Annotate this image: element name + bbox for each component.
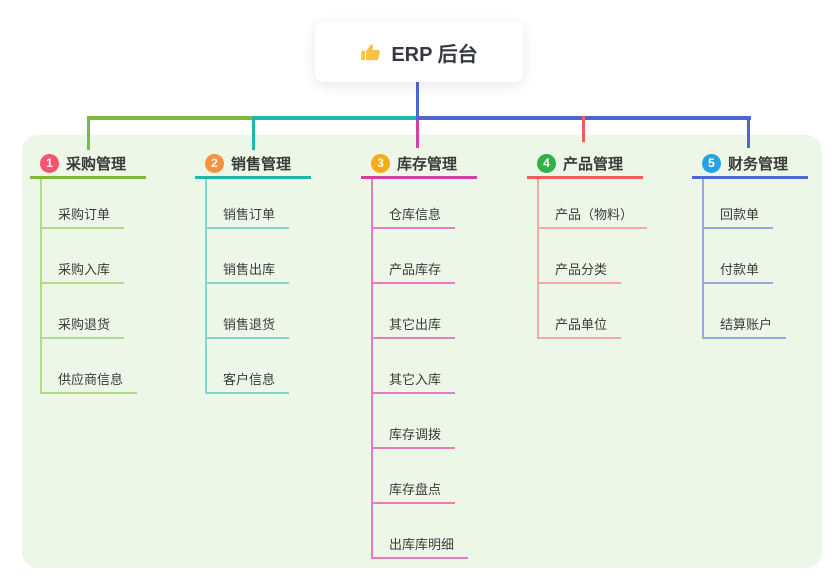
thumbs-up-icon: [360, 41, 382, 63]
node-payment-doc[interactable]: 付款单: [702, 260, 774, 284]
node-other-outbound[interactable]: 其它出库: [371, 315, 456, 339]
branch-sales: 2 销售管理 销售订单 销售出库 销售退货 客户信息: [195, 150, 311, 425]
drop-line-product: [582, 116, 585, 142]
root-node[interactable]: ERP 后台: [315, 22, 523, 82]
node-customer-info[interactable]: 客户信息: [205, 370, 290, 394]
node-purchase-return[interactable]: 采购退货: [40, 315, 125, 339]
branch-header-finance[interactable]: 5 财务管理: [692, 150, 808, 179]
drop-line-finance: [747, 116, 750, 148]
node-product-material[interactable]: 产品（物料）: [537, 205, 648, 229]
node-supplier-info[interactable]: 供应商信息: [40, 370, 138, 394]
badge-4: 4: [537, 153, 556, 173]
node-product-unit[interactable]: 产品单位: [537, 315, 622, 339]
drop-line-inventory: [416, 120, 419, 148]
node-receipt-doc[interactable]: 回款单: [702, 205, 774, 229]
content-panel: [22, 135, 822, 568]
branch-line: [205, 179, 207, 394]
node-settlement-account[interactable]: 结算账户: [702, 315, 787, 339]
branch-inventory: 3 库存管理 仓库信息 产品库存 其它出库 其它入库 库存调拨 库存盘点 出库库…: [361, 150, 477, 588]
branch-line: [40, 179, 42, 394]
branch-children: 回款单 付款单 结算账户: [692, 205, 808, 339]
node-purchase-inbound[interactable]: 采购入库: [40, 260, 125, 284]
branch-line: [702, 179, 704, 339]
branch-title: 采购管理: [66, 155, 127, 173]
branch-header-inventory[interactable]: 3 库存管理: [361, 150, 477, 179]
branch-children: 仓库信息 产品库存 其它出库 其它入库 库存调拨 库存盘点 出库库明细: [361, 205, 477, 559]
badge-2: 2: [205, 153, 224, 173]
badge-1: 1: [40, 153, 59, 173]
branch-title: 财务管理: [728, 155, 789, 173]
badge-5: 5: [702, 153, 721, 173]
branch-line: [371, 179, 373, 559]
node-sales-outbound[interactable]: 销售出库: [205, 260, 290, 284]
node-stock-taking[interactable]: 库存盘点: [371, 480, 456, 504]
branch-children: 产品（物料） 产品分类 产品单位: [527, 205, 648, 339]
branch-purchase: 1 采购管理 采购订单 采购入库 采购退货 供应商信息: [30, 150, 146, 425]
bus-line-teal: [252, 116, 418, 120]
branch-header-product[interactable]: 4 产品管理: [527, 150, 643, 179]
node-product-category[interactable]: 产品分类: [537, 260, 622, 284]
branch-header-sales[interactable]: 2 销售管理: [195, 150, 311, 179]
branch-title: 产品管理: [563, 155, 624, 173]
branch-title: 销售管理: [231, 155, 292, 173]
node-purchase-order[interactable]: 采购订单: [40, 205, 125, 229]
branch-finance: 5 财务管理 回款单 付款单 结算账户: [692, 150, 808, 370]
node-sales-return[interactable]: 销售退货: [205, 315, 290, 339]
node-sales-order[interactable]: 销售订单: [205, 205, 290, 229]
node-outbound-detail[interactable]: 出库库明细: [371, 535, 469, 559]
drop-line-purchase: [87, 116, 90, 150]
branch-product: 4 产品管理 产品（物料） 产品分类 产品单位: [527, 150, 648, 370]
branch-header-purchase[interactable]: 1 采购管理: [30, 150, 146, 179]
branch-line: [537, 179, 539, 339]
root-title: ERP 后台: [391, 43, 478, 66]
branch-children: 采购订单 采购入库 采购退货 供应商信息: [30, 205, 146, 394]
branch-title: 库存管理: [397, 155, 458, 173]
badge-3: 3: [371, 153, 390, 173]
node-other-inbound[interactable]: 其它入库: [371, 370, 456, 394]
drop-line-sales: [252, 116, 255, 150]
bus-line-green: [87, 116, 252, 120]
branch-children: 销售订单 销售出库 销售退货 客户信息: [195, 205, 311, 394]
node-warehouse-info[interactable]: 仓库信息: [371, 205, 456, 229]
node-product-stock[interactable]: 产品库存: [371, 260, 456, 284]
node-stock-transfer[interactable]: 库存调拨: [371, 425, 456, 449]
root-connector-line: [416, 81, 419, 117]
